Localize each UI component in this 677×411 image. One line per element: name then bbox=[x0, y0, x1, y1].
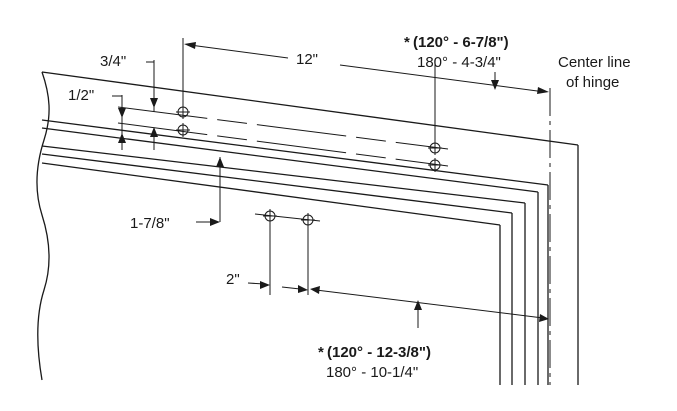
frame-line-3 bbox=[41, 145, 526, 204]
dim-bottom-line bbox=[310, 286, 549, 328]
door-panel bbox=[36, 71, 579, 385]
label-bottom-120-prefix: * bbox=[318, 344, 324, 361]
hole-centerlines bbox=[117, 106, 449, 222]
holes bbox=[176, 105, 442, 227]
frame-line-2 bbox=[41, 127, 539, 193]
frame-line-5 bbox=[41, 162, 501, 226]
frame-line-1 bbox=[41, 119, 549, 186]
label-1-7-8: 1-7/8" bbox=[130, 215, 170, 232]
label-2: 2" bbox=[226, 271, 240, 288]
label-12: 12" bbox=[296, 51, 318, 68]
label-of-hinge: of hinge bbox=[566, 74, 619, 91]
dim-12-line bbox=[184, 42, 549, 94]
label-bottom-180: 180° - 10-1/4" bbox=[326, 364, 418, 381]
label-bottom-120: (120° - 12-3/8") bbox=[327, 344, 431, 361]
lower-hole-centerline bbox=[117, 122, 449, 167]
top-callout-arrow bbox=[491, 72, 499, 90]
label-1-2: 1/2" bbox=[68, 87, 94, 104]
label-top-120-prefix: * bbox=[404, 34, 410, 51]
door-top-edge bbox=[41, 71, 579, 146]
extension-lines bbox=[121, 38, 436, 295]
dim-1-2-leader bbox=[112, 95, 126, 150]
label-3-4: 3/4" bbox=[100, 53, 126, 70]
dim-1-7-8-leader bbox=[196, 157, 224, 226]
hole-top-right-lower bbox=[428, 158, 442, 172]
dim-2-line bbox=[247, 281, 308, 293]
upper-hole-centerline bbox=[117, 106, 449, 150]
hole-bottom-left bbox=[263, 209, 277, 223]
hole-top-right-upper bbox=[428, 141, 442, 155]
hole-top-left-upper bbox=[176, 105, 190, 119]
label-top-120: (120° - 6-7/8") bbox=[413, 34, 509, 51]
dim-3-4-leader bbox=[146, 61, 158, 150]
label-top-180: 180° - 4-3/4" bbox=[417, 54, 501, 71]
frame-line-4 bbox=[41, 153, 513, 214]
hole-top-left-lower bbox=[176, 123, 190, 137]
wavy-break-edge bbox=[36, 71, 50, 381]
label-center-line: Center line bbox=[558, 54, 631, 71]
hole-bottom-right bbox=[301, 213, 315, 227]
